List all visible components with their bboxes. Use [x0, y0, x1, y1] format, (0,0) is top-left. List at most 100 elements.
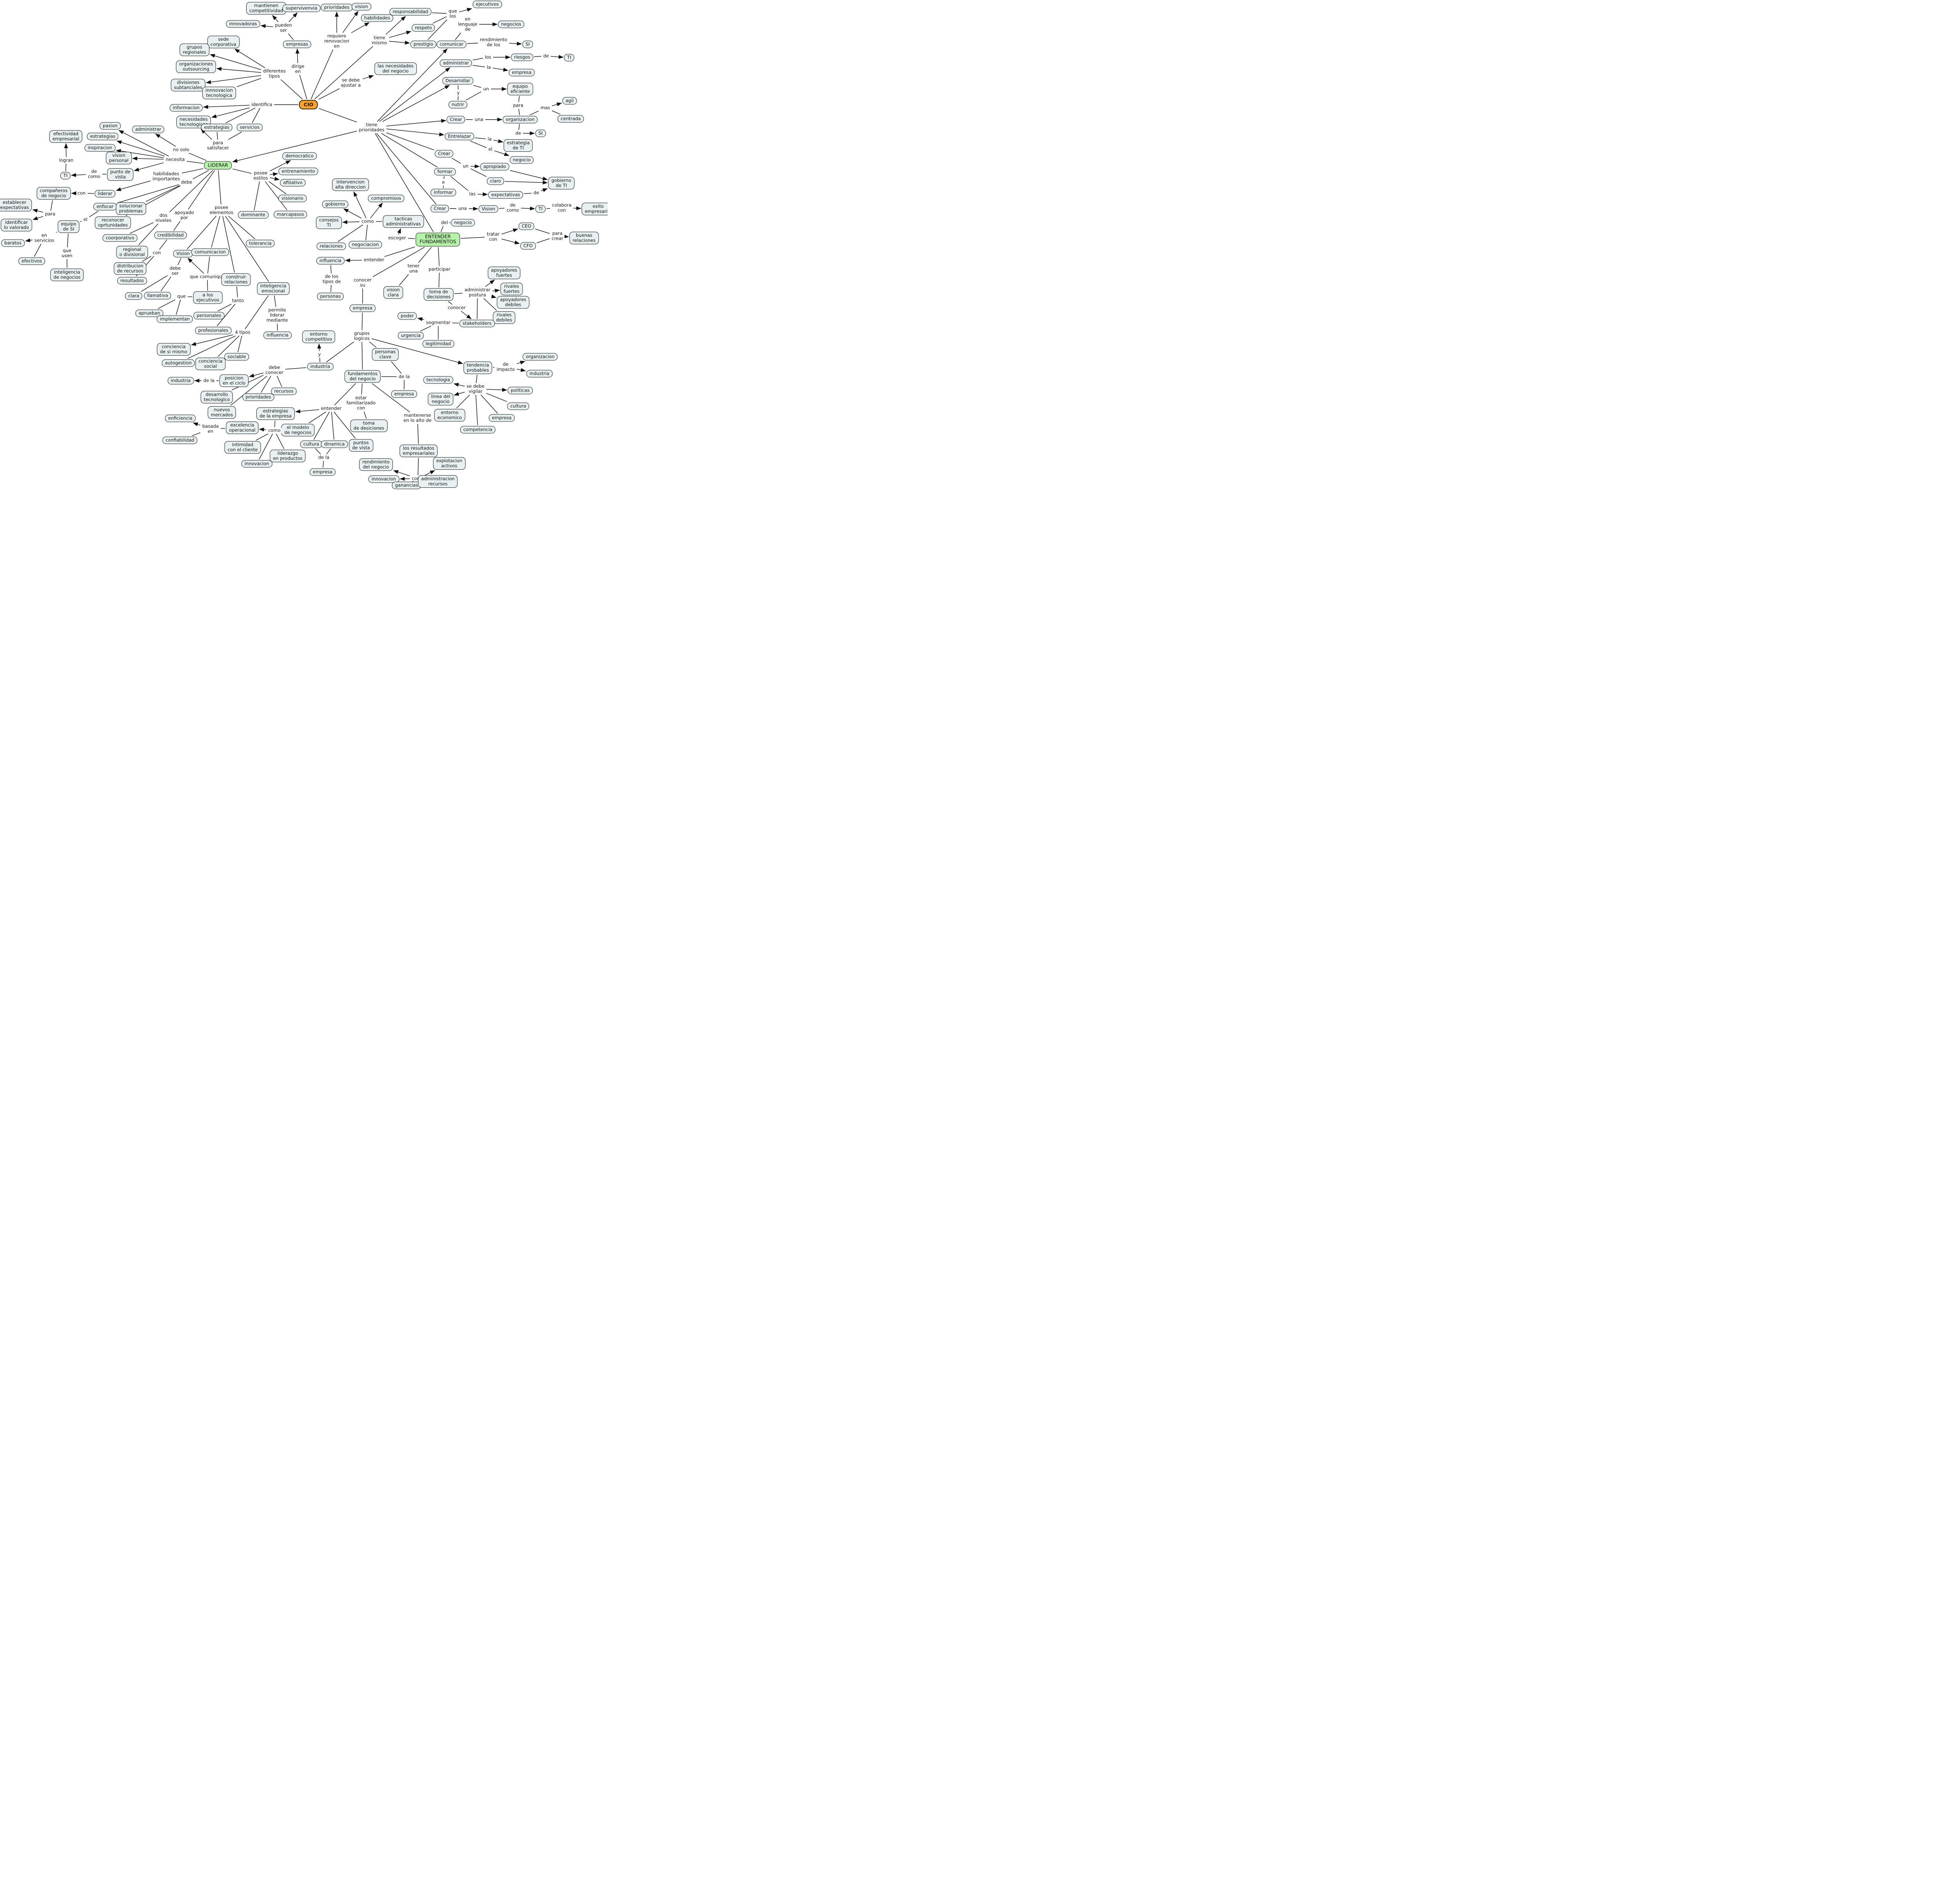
node-debe_conocer[interactable]: debe conocer: [264, 365, 285, 375]
node-apropiado[interactable]: apropiado: [480, 163, 509, 171]
node-del_l[interactable]: del: [440, 220, 449, 225]
node-administrar_r[interactable]: administrar: [439, 59, 472, 67]
node-confiabilidad[interactable]: confiabilidad: [162, 436, 198, 444]
node-stakeholders[interactable]: stakeholders: [459, 320, 495, 327]
node-innovacion2[interactable]: innovacion: [368, 475, 399, 483]
node-se_debe_ajustar[interactable]: se debe ajustar a: [339, 78, 362, 88]
node-ganancias[interactable]: ganancias: [392, 481, 421, 489]
node-comunicacion[interactable]: comunicacion: [191, 248, 229, 256]
node-comunicar[interactable]: comunicar: [436, 40, 467, 48]
node-y_l1[interactable]: y: [456, 90, 461, 96]
node-clara[interactable]: clara: [125, 292, 143, 300]
node-grupos_log[interactable]: grupos logicos: [352, 331, 371, 341]
node-recursos_b[interactable]: recursos: [271, 387, 297, 395]
node-como2[interactable]: como: [267, 428, 282, 433]
node-mantienen[interactable]: mantienen competitividad: [246, 2, 286, 15]
node-nec_negocio[interactable]: las necesidades del negocio: [374, 62, 417, 75]
node-buenas_rel[interactable]: buenas relaciones: [569, 232, 599, 244]
node-consejos_ti[interactable]: consejos TI: [316, 216, 342, 229]
node-e_l[interactable]: e: [441, 180, 446, 185]
node-equipo_ef[interactable]: equipo eficiente: [507, 83, 533, 95]
node-negocio2[interactable]: negocio: [451, 219, 475, 227]
node-prestigio[interactable]: prestigio: [410, 40, 437, 48]
node-estrategias_emp[interactable]: estrategias de la empresa: [256, 407, 295, 420]
node-coorporativo[interactable]: coorporativo: [102, 234, 138, 242]
node-el_l2[interactable]: el: [82, 217, 89, 222]
node-crear2[interactable]: Crear: [435, 150, 454, 158]
node-de_como2[interactable]: de como: [505, 203, 520, 213]
node-rend_de_los[interactable]: rendimiento de los: [479, 37, 508, 47]
node-la_l2[interactable]: la: [486, 136, 493, 142]
node-innov_tec[interactable]: innnovacion tecnologica: [202, 87, 236, 99]
node-de_la3[interactable]: de la: [317, 455, 331, 460]
node-dominante[interactable]: dominante: [238, 211, 269, 219]
node-legitimidad[interactable]: legitimidad: [422, 340, 454, 348]
node-en_serv[interactable]: en servicios: [33, 233, 56, 243]
node-intimidad[interactable]: intimidad con el cliente: [224, 441, 261, 454]
node-resultados_emp[interactable]: los resultados empresariales: [399, 445, 438, 457]
node-personales[interactable]: personales: [193, 312, 225, 320]
node-profesionales[interactable]: profesionales: [195, 327, 232, 334]
node-identificar[interactable]: identificar lo valorado: [0, 219, 33, 231]
node-en_lenguaje[interactable]: en lenguaje de: [457, 16, 479, 32]
node-liderazgo[interactable]: liderazgo en productos: [270, 450, 306, 462]
node-como1[interactable]: como: [360, 219, 375, 224]
node-administrar_l[interactable]: administrar: [132, 125, 165, 133]
node-credibilidad[interactable]: credibilidad: [154, 231, 187, 239]
node-apoy_debiles[interactable]: apoyadores debiles: [497, 296, 530, 309]
node-relaciones[interactable]: relaciones: [316, 242, 346, 250]
node-rend_neg[interactable]: rendimiento del negocio: [359, 458, 393, 471]
node-para_satisfacer[interactable]: para satisfacer: [206, 140, 230, 151]
node-sociable[interactable]: sociable: [224, 353, 249, 361]
node-ti3[interactable]: TI: [535, 205, 546, 213]
node-posee_est[interactable]: posee estilos: [252, 171, 269, 181]
node-urgencia[interactable]: urgencia: [397, 332, 424, 340]
node-distribucion[interactable]: distribucion de recursos: [114, 262, 147, 275]
node-respeto[interactable]: respeto: [412, 24, 435, 32]
node-empresa_br[interactable]: empresa: [488, 414, 515, 422]
node-conc_mismo[interactable]: conciencia de si mismo: [157, 343, 191, 356]
node-prioridades_t[interactable]: prioridades: [321, 4, 353, 11]
node-una_l1[interactable]: una: [474, 117, 485, 122]
node-compromisos[interactable]: compromisos: [368, 194, 405, 202]
node-politicas[interactable]: politicas: [508, 387, 533, 394]
node-intel_neg[interactable]: inteligencia de negocios: [50, 269, 84, 281]
node-fund_neg[interactable]: fundamentos del negocio: [344, 370, 381, 383]
node-negocios[interactable]: negocios: [498, 20, 524, 28]
node-negociacion[interactable]: negociacion: [348, 241, 382, 249]
node-basada[interactable]: basada en: [201, 424, 220, 434]
node-de_como1[interactable]: de como: [87, 169, 102, 179]
node-construir[interactable]: construir relaciones: [221, 273, 251, 286]
node-con_l1[interactable]: con: [76, 191, 87, 196]
node-modelo_neg[interactable]: el modelo de negocios: [281, 424, 315, 436]
node-afiliativo[interactable]: afiliativo: [280, 179, 306, 187]
node-riv_debiles[interactable]: rivales debiles: [493, 311, 515, 324]
node-de_impacto[interactable]: de impacto: [495, 362, 516, 372]
node-organizacion2[interactable]: organizacion: [523, 353, 558, 361]
node-dos_niv[interactable]: dos niveles: [154, 213, 173, 223]
node-inspiracion[interactable]: inspiracion: [84, 144, 116, 152]
node-tiene_mismo[interactable]: tiene mismo: [370, 35, 388, 45]
node-tendencia[interactable]: tendencia probables: [463, 361, 492, 374]
node-expectativas[interactable]: expectativas: [488, 191, 523, 199]
node-nuevos_merc[interactable]: nuevos mercados: [207, 406, 236, 419]
node-formar[interactable]: formar: [434, 168, 456, 176]
node-entorno_comp[interactable]: entorno competitivo: [302, 330, 336, 343]
node-conocer_su[interactable]: conocer su: [352, 278, 373, 288]
node-conc_social[interactable]: conciencia social: [195, 358, 226, 370]
node-posicion_ciclo[interactable]: posicion en el ciclo: [219, 374, 249, 387]
node-influencia_l[interactable]: influencia: [263, 331, 292, 339]
node-enfocar[interactable]: enfocar: [93, 203, 117, 211]
node-tratar_con[interactable]: tratar con: [485, 232, 501, 242]
node-crear3[interactable]: Crear: [430, 205, 449, 212]
node-debe_l[interactable]: debe: [180, 180, 194, 185]
node-estrategias_l[interactable]: estrategias: [87, 133, 119, 140]
node-nutrir[interactable]: nutrir: [448, 101, 467, 109]
node-adm_postura[interactable]: administrar postura: [463, 287, 492, 298]
node-gobierno_ti[interactable]: gobierno de TI: [548, 177, 575, 189]
node-ef[interactable]: ENTENDER FUNDAMENTOS: [416, 232, 460, 247]
node-vision_t[interactable]: vision: [352, 3, 371, 11]
node-tacticas[interactable]: tacticas administrativas: [383, 215, 424, 228]
node-companeros[interactable]: compañeros de negocio: [36, 187, 71, 200]
node-conocer_l[interactable]: conocer: [446, 305, 467, 310]
